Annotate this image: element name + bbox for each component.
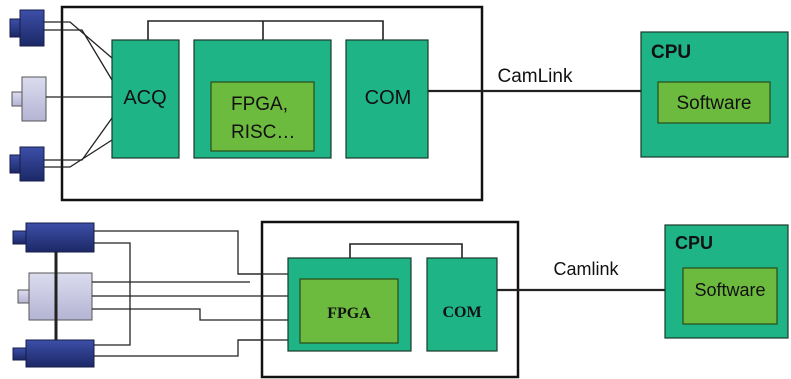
bottom-cpu-block: CPU Software: [664, 224, 789, 339]
top-camera-1: [9, 9, 45, 47]
camera-icon: [9, 146, 45, 182]
top-camera-3: [9, 146, 45, 182]
top-com-label: COM: [365, 87, 412, 109]
bottom-camlink-label: Camlink: [553, 259, 619, 279]
camera-icon: [9, 9, 45, 47]
bottom-com-block: COM: [426, 257, 498, 352]
top-acq-block: ACQ: [111, 39, 180, 159]
top-fpga-label-2: RISC…: [231, 122, 295, 143]
camera-icon: [17, 272, 93, 321]
bottom-board-inputs: [238, 273, 288, 341]
top-bus: [147, 20, 384, 40]
top-camera-2: [11, 76, 47, 122]
top-fpga-label-1: FPGA,: [231, 94, 288, 115]
top-system: ACQ FPGA, RISC… COM CamLink CPU Software: [9, 5, 789, 202]
top-cpu-block: CPU Software: [640, 31, 789, 158]
bottom-camera-3: [12, 339, 95, 368]
bottom-fpga-block: FPGA: [287, 257, 412, 352]
top-cpu-title: CPU: [651, 42, 691, 63]
camera-icon: [11, 76, 47, 122]
bottom-camera-1: [12, 222, 95, 253]
camera-icon: [12, 222, 95, 253]
top-com-block: COM: [345, 39, 429, 159]
bottom-cpu-title: CPU: [675, 233, 713, 253]
top-camlink-label: CamLink: [498, 66, 573, 87]
bottom-bus: [349, 243, 463, 258]
top-processing-block: FPGA, RISC…: [193, 39, 332, 159]
bottom-fpga-label: FPGA: [327, 305, 371, 322]
bottom-camera-2: [17, 272, 93, 321]
top-acq-label: ACQ: [123, 87, 166, 109]
top-camera-wires: [44, 21, 113, 168]
bottom-system: FPGA COM Camlink CPU Software: [12, 220, 789, 379]
bottom-com-label: COM: [442, 304, 481, 321]
bottom-software-label: Software: [694, 280, 765, 300]
top-software-label: Software: [677, 93, 752, 114]
bottom-camera-wires: [92, 230, 288, 357]
camera-icon: [12, 339, 95, 368]
